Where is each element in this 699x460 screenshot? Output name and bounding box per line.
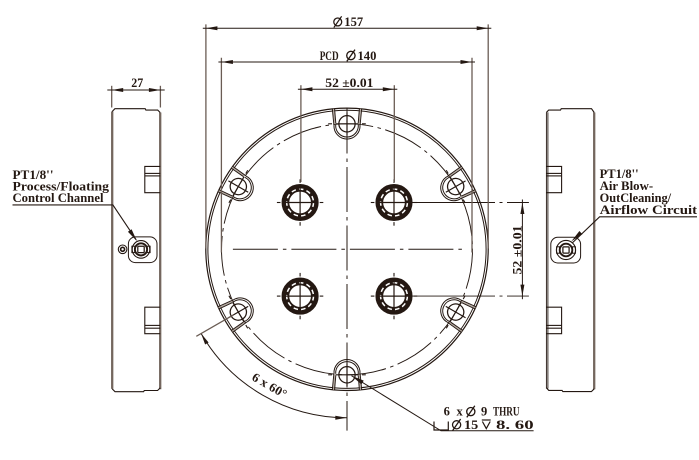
svg-text:Air Blow-: Air Blow- — [600, 178, 654, 193]
svg-text:9: 9 — [481, 405, 487, 419]
svg-text:THRU: THRU — [493, 405, 520, 419]
svg-text:15: 15 — [464, 418, 478, 432]
svg-text:PCD: PCD — [320, 48, 339, 63]
svg-text:52 ±0.01: 52 ±0.01 — [509, 226, 524, 275]
svg-text:140: 140 — [358, 48, 377, 63]
svg-text:27: 27 — [131, 76, 143, 90]
svg-text:6 x 60°: 6 x 60° — [250, 370, 290, 401]
svg-text:PT1/8'': PT1/8'' — [13, 167, 54, 182]
svg-text:6: 6 — [444, 405, 450, 419]
svg-text:x: x — [457, 405, 464, 419]
svg-text:8. 60: 8. 60 — [496, 418, 534, 432]
svg-text:157: 157 — [344, 15, 363, 29]
svg-text:Airflow Circuit: Airflow Circuit — [600, 202, 698, 217]
svg-text:Process/Floating: Process/Floating — [13, 179, 110, 194]
svg-text:PT1/8'': PT1/8'' — [600, 166, 639, 181]
svg-text:OutCleaning/: OutCleaning/ — [600, 190, 672, 205]
svg-text:52 ±0.01: 52 ±0.01 — [325, 76, 373, 90]
svg-text:Control Channel: Control Channel — [13, 190, 104, 205]
